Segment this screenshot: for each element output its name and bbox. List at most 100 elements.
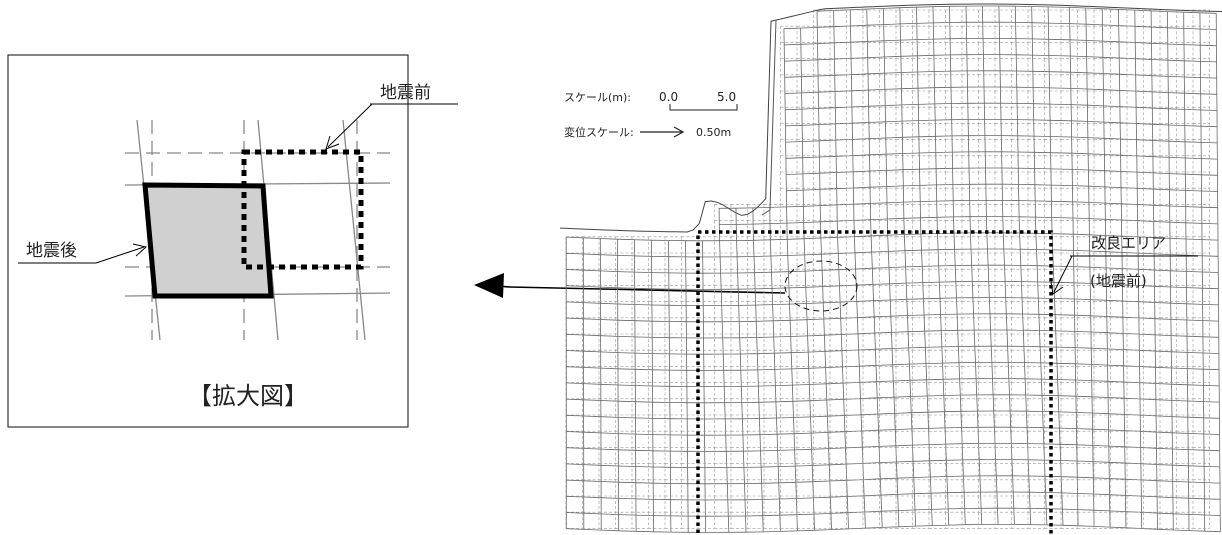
deformed-mesh-line <box>890 315 908 317</box>
deformed-mesh-line <box>808 367 826 369</box>
deformed-mesh-line <box>961 427 963 444</box>
deformed-mesh-line <box>822 286 824 303</box>
deformed-mesh-line <box>978 459 981 476</box>
deformed-mesh-line <box>566 495 584 498</box>
deformed-mesh-line <box>1060 460 1078 462</box>
deformed-mesh-line <box>909 364 911 381</box>
deformed-mesh-line <box>895 428 912 430</box>
deformed-mesh-line <box>995 475 998 493</box>
deformed-mesh-line <box>1183 11 1200 14</box>
deformed-mesh-line <box>1106 283 1123 286</box>
deformed-mesh-line <box>738 305 740 322</box>
deformed-mesh-line <box>1183 28 1201 30</box>
deformed-mesh-line <box>761 499 764 516</box>
deformed-mesh-line <box>1086 56 1103 58</box>
deformed-mesh-line <box>1089 266 1107 269</box>
deformed-mesh-line <box>825 383 828 401</box>
deformed-mesh-line <box>940 314 942 331</box>
deformed-mesh-line <box>745 515 747 533</box>
deformed-mesh-line <box>926 378 944 381</box>
deformed-mesh-line <box>880 494 898 496</box>
deformed-mesh-line <box>1050 152 1072 154</box>
deformed-mesh-line <box>1044 476 1046 493</box>
deformed-mesh-line <box>1201 206 1218 209</box>
deformed-mesh-line <box>867 56 885 58</box>
deformed-mesh-line <box>879 445 896 447</box>
deformed-mesh-line <box>1137 236 1154 239</box>
deformed-mesh-line <box>986 232 988 250</box>
deformed-mesh-line <box>791 351 809 354</box>
deformed-mesh-line <box>819 155 837 158</box>
deformed-mesh-line <box>583 399 601 401</box>
deformed-mesh-line <box>840 318 842 335</box>
deformed-mesh-line <box>837 220 854 222</box>
deformed-mesh-line <box>958 362 960 379</box>
deformed-mesh-line <box>1055 347 1058 364</box>
deformed-mesh-line <box>1089 234 1106 236</box>
deformed-mesh-line <box>1004 265 1006 282</box>
deformed-mesh-line <box>839 285 841 303</box>
deformed-mesh-line <box>617 238 635 241</box>
deformed-mesh-line <box>1035 233 1037 250</box>
deformed-mesh-line <box>1051 184 1073 186</box>
deformed-mesh-line <box>873 300 875 317</box>
deformed-mesh-line <box>736 256 738 274</box>
deformed-mesh-line <box>773 336 775 354</box>
deformed-mesh-line <box>818 107 836 109</box>
deformed-mesh-line <box>869 186 887 188</box>
deformed-mesh-line <box>1185 206 1202 208</box>
deformed-mesh-line <box>1200 28 1217 30</box>
deformed-mesh-line <box>1053 282 1055 299</box>
deformed-mesh-line <box>773 353 776 370</box>
deformed-mesh-line <box>903 201 921 203</box>
deformed-mesh-line <box>1077 509 1094 511</box>
deformed-mesh-line <box>1204 514 1221 516</box>
deformed-mesh-line <box>1102 8 1119 10</box>
deformed-mesh-line <box>811 465 814 482</box>
deformed-mesh-line <box>847 495 865 497</box>
deformed-mesh-line <box>739 337 741 355</box>
deformed-mesh-line <box>894 412 912 414</box>
deformed-mesh-line <box>1156 480 1173 482</box>
deformed-mesh-line <box>1039 330 1041 347</box>
deformed-mesh-line <box>775 384 793 386</box>
deformed-mesh-line <box>742 418 744 436</box>
deformed-mesh-line <box>795 465 813 467</box>
deformed-mesh-line <box>792 400 810 402</box>
deformed-mesh-line <box>816 10 834 12</box>
deformed-mesh-line <box>803 238 806 255</box>
deformed-mesh-line <box>874 332 876 350</box>
deformed-mesh-line <box>870 202 888 204</box>
deformed-mesh-line <box>1187 352 1204 354</box>
deformed-mesh-line <box>913 476 931 478</box>
deformed-mesh-line <box>566 398 584 401</box>
deformed-mesh-line <box>583 480 602 482</box>
deformed-mesh-line <box>1169 157 1186 159</box>
deformed-mesh-line <box>853 203 871 205</box>
deformed-mesh-line <box>854 252 856 270</box>
deformed-mesh-line <box>1042 427 1045 444</box>
deformed-mesh-line <box>1037 298 1040 315</box>
deformed-mesh-line <box>1070 55 1087 57</box>
deformed-mesh-line <box>837 253 840 270</box>
deformed-mesh-line <box>1154 253 1171 255</box>
deformed-mesh-line <box>1056 362 1076 365</box>
deformed-mesh-line <box>920 233 922 251</box>
deformed-mesh-line <box>830 497 832 514</box>
deformed-mesh-line <box>975 378 978 395</box>
deformed-mesh-line <box>885 136 903 139</box>
deformed-mesh-line <box>836 155 853 157</box>
deformed-mesh-line <box>1155 366 1172 369</box>
deformed-mesh-line <box>806 318 824 321</box>
deformed-mesh-line <box>1154 318 1171 320</box>
deformed-mesh-line <box>793 433 795 450</box>
deformed-mesh-line <box>867 24 884 26</box>
deformed-mesh-line <box>1109 494 1126 496</box>
deformed-mesh-line <box>826 398 844 401</box>
deformed-mesh-line <box>1152 156 1170 158</box>
deformed-mesh-line <box>618 530 637 532</box>
deformed-mesh-line <box>758 385 776 387</box>
deformed-mesh-line <box>566 236 584 239</box>
deformed-mesh-line <box>919 184 937 186</box>
